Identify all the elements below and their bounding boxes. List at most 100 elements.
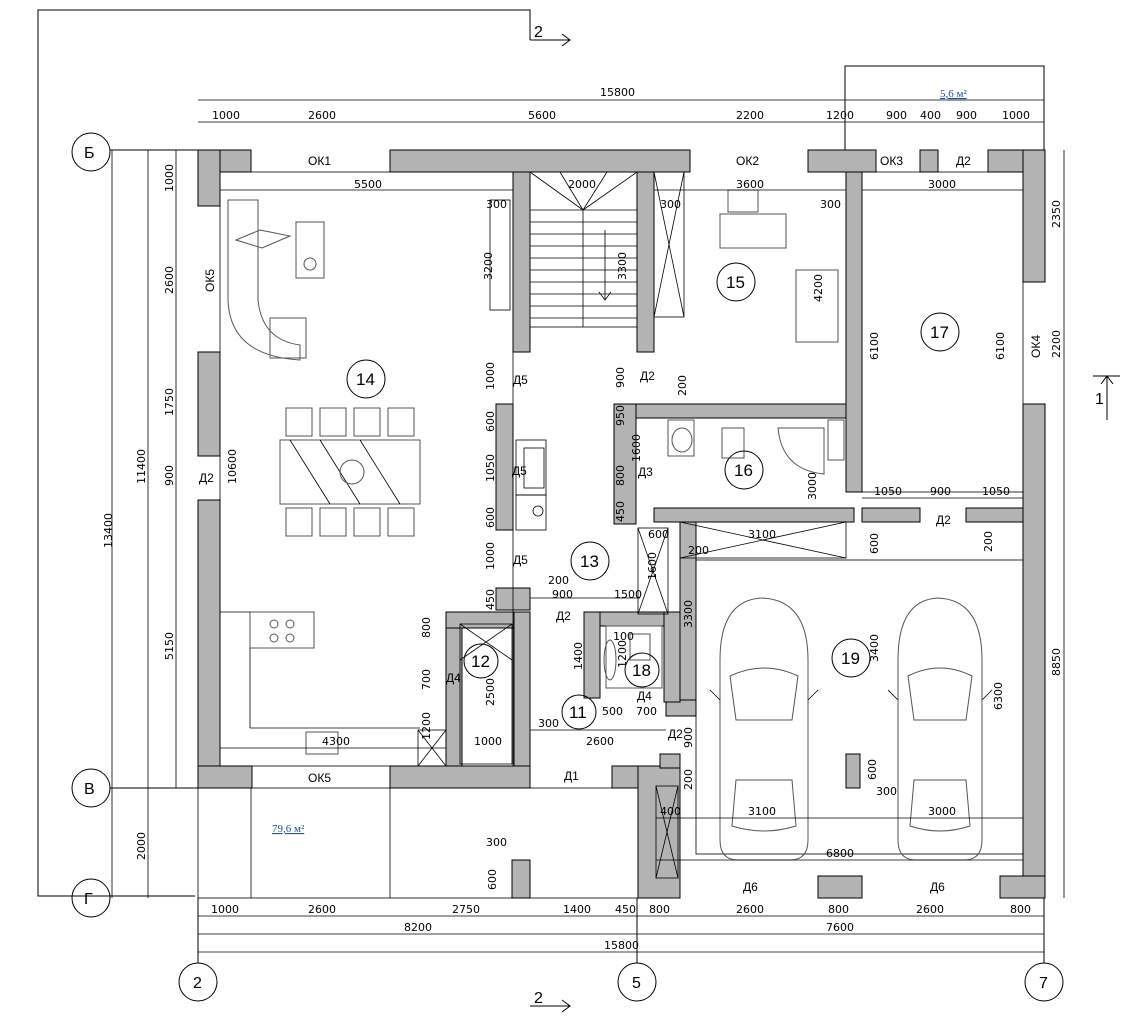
door-d4-b: Д4 [637, 689, 652, 703]
room-14: 14 [356, 370, 375, 389]
svg-text:200: 200 [688, 544, 709, 557]
svg-text:1000: 1000 [474, 735, 502, 748]
door-d4-a: Д4 [446, 671, 461, 685]
dims-bottom: 1000 2600 2750 1400 450 800 2600 800 260… [198, 903, 1044, 953]
svg-text:5500: 5500 [354, 178, 382, 191]
svg-text:3400: 3400 [868, 634, 881, 662]
svg-text:1200: 1200 [420, 712, 433, 740]
interior-walls [445, 171, 1024, 789]
svg-text:3600: 3600 [736, 178, 764, 191]
door-d2-right: Д2 [936, 513, 951, 527]
window-ok3: ОК3 [880, 154, 903, 168]
svg-text:3000: 3000 [928, 805, 956, 818]
door-d2-mid: Д2 [556, 609, 571, 623]
svg-text:900: 900 [956, 109, 977, 122]
svg-text:3000: 3000 [806, 472, 819, 500]
svg-text:400: 400 [660, 805, 681, 818]
svg-text:6300: 6300 [992, 682, 1005, 710]
window-ok2: ОК2 [736, 154, 759, 168]
staircase [529, 171, 638, 328]
terrace [197, 787, 639, 899]
svg-text:900: 900 [163, 465, 176, 486]
dims-left: 13400 11400 2000 1000 2600 1750 900 5150… [102, 150, 239, 898]
svg-text:2750: 2750 [452, 903, 480, 916]
door-labels: Д2 Д2 Д5 Д5 Д5 Д2 Д3 Д2 Д2 Д4 Д4 Д2 Д1 Д… [199, 154, 971, 894]
svg-text:900: 900 [682, 727, 695, 748]
svg-text:800: 800 [420, 617, 433, 638]
svg-text:500: 500 [602, 705, 623, 718]
svg-text:5600: 5600 [528, 109, 556, 122]
svg-text:11400: 11400 [135, 449, 148, 484]
svg-text:2500: 2500 [484, 678, 497, 706]
dims-right: 2350 2200 8850 [1050, 150, 1065, 898]
svg-text:8850: 8850 [1050, 648, 1063, 676]
svg-text:200: 200 [548, 574, 569, 587]
svg-text:4300: 4300 [322, 735, 350, 748]
svg-text:8200: 8200 [404, 921, 432, 934]
svg-text:5150: 5150 [163, 632, 176, 660]
axis-col-2: 2 [193, 975, 202, 992]
window-ok1: ОК1 [308, 154, 331, 168]
room-18: 18 [632, 661, 651, 680]
svg-text:1050: 1050 [874, 485, 902, 498]
svg-text:2600: 2600 [736, 903, 764, 916]
svg-text:3000: 3000 [928, 178, 956, 191]
door-d3: Д3 [638, 465, 653, 479]
svg-text:100: 100 [613, 630, 634, 643]
svg-text:300: 300 [876, 785, 897, 798]
svg-text:1750: 1750 [163, 388, 176, 416]
svg-text:2200: 2200 [736, 109, 764, 122]
room-11: 11 [569, 703, 587, 722]
svg-text:6100: 6100 [994, 332, 1007, 360]
svg-text:300: 300 [820, 198, 841, 211]
door-d1: Д1 [564, 769, 579, 783]
svg-text:1000: 1000 [163, 164, 176, 192]
svg-text:1000: 1000 [212, 109, 240, 122]
svg-text:300: 300 [660, 198, 681, 211]
door-d2-left: Д2 [199, 471, 214, 485]
svg-text:3100: 3100 [748, 528, 776, 541]
axis-row-g: Г [84, 891, 93, 908]
svg-text:600: 600 [486, 869, 499, 890]
room-12: 12 [471, 652, 490, 671]
svg-text:3100: 3100 [748, 805, 776, 818]
svg-text:1050: 1050 [484, 454, 497, 482]
svg-text:2600: 2600 [586, 735, 614, 748]
door-d6-a: Д6 [743, 880, 758, 894]
area-roof: 5,6 м² [940, 88, 967, 100]
svg-text:800: 800 [828, 903, 849, 916]
svg-text:600: 600 [484, 507, 497, 528]
axis-col-7: 7 [1039, 975, 1048, 992]
exterior-walls [197, 149, 1046, 899]
dims-top: 15800 1000 2600 5600 2200 1200 900 400 9… [198, 86, 1044, 123]
svg-text:15800: 15800 [604, 939, 639, 952]
svg-text:2600: 2600 [916, 903, 944, 916]
svg-text:13400: 13400 [102, 513, 115, 548]
svg-text:6100: 6100 [868, 332, 881, 360]
room-13: 13 [580, 552, 599, 571]
dims-inner: 5500 2000 3600 3000 300 300 300 3200 330… [220, 178, 1023, 890]
svg-text:1000: 1000 [484, 362, 497, 390]
room-19: 19 [841, 649, 860, 668]
axis-row-b: Б [84, 145, 95, 162]
car-right [887, 597, 993, 861]
svg-text:1000: 1000 [484, 542, 497, 570]
svg-text:900: 900 [886, 109, 907, 122]
room-17: 17 [930, 323, 949, 342]
door-d5-a: Д5 [513, 373, 528, 387]
svg-text:3200: 3200 [482, 252, 495, 280]
svg-text:1200: 1200 [826, 109, 854, 122]
svg-text:450: 450 [614, 501, 627, 522]
svg-text:700: 700 [420, 669, 433, 690]
window-ok5-left: ОК5 [203, 269, 217, 292]
section-line: 2 2 1 [37, 9, 1120, 1013]
area-terrace: 79,6 м² [272, 823, 305, 835]
room-15: 15 [726, 273, 745, 292]
svg-text:2350: 2350 [1050, 200, 1063, 228]
svg-text:1000: 1000 [1002, 109, 1030, 122]
car-left [709, 597, 819, 861]
svg-text:900: 900 [614, 367, 627, 388]
door-d6-b: Д6 [930, 880, 945, 894]
svg-text:2600: 2600 [308, 903, 336, 916]
